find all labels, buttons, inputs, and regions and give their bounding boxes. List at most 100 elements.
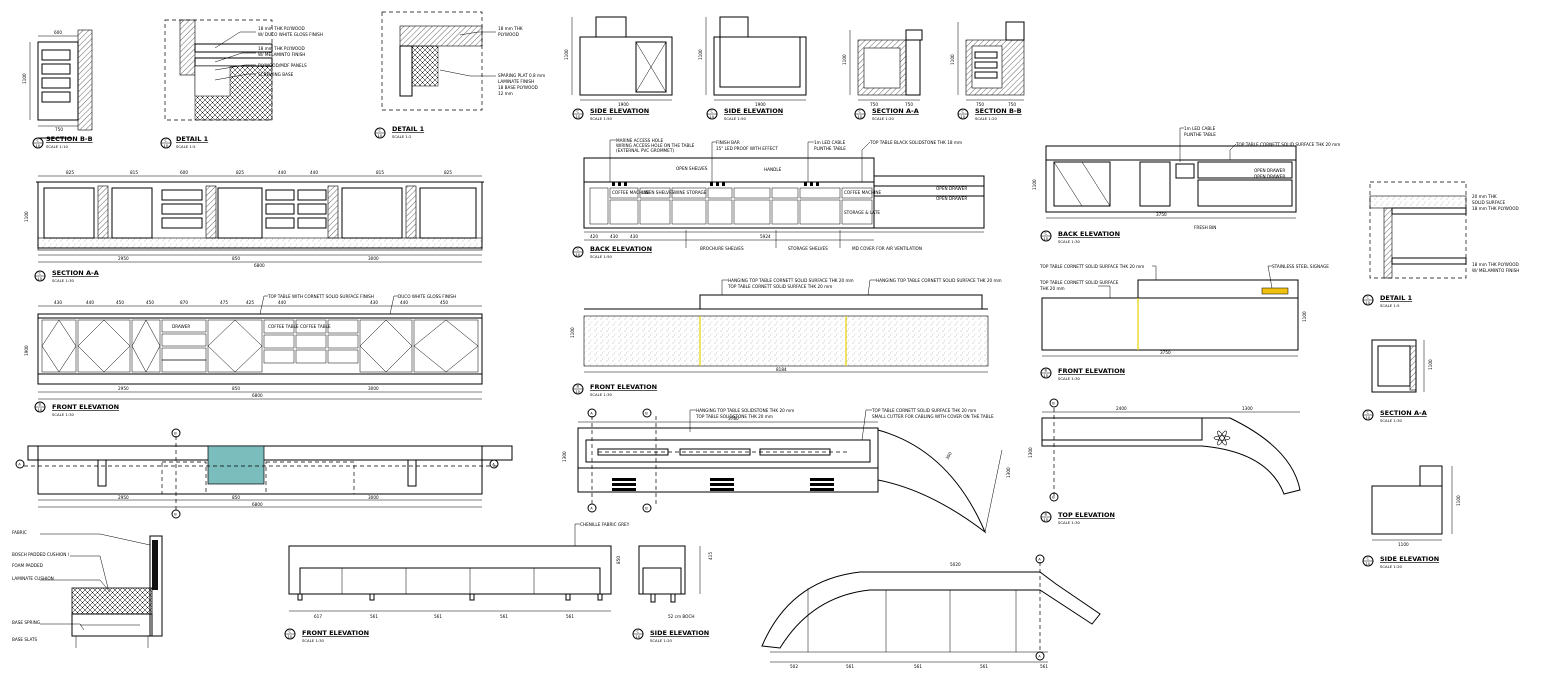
view-title: FRONT ELEVATION [52, 403, 119, 411]
view-top-elevation: B B 2400 1300 1300 B 10 TOP ELEVATION SC… [1028, 398, 1301, 525]
signage-plate [1261, 287, 1289, 295]
dim-text: 2950 [118, 256, 129, 261]
bubble-letter: B [1045, 513, 1048, 517]
view-back-elevation-2: 3750 1100 1m LED CABLE PLINTHE TABLE TOP… [1032, 126, 1340, 244]
note-text: 52 cm BOCH [668, 614, 695, 619]
dim-text: 430 [630, 234, 638, 239]
section-marker [587, 503, 597, 513]
section-marker [587, 408, 597, 418]
note-text: TOP TABLE WITH CORNETT SOLID SURFACE FIN… [267, 294, 374, 299]
dim-text: 390 [945, 451, 953, 461]
note-text: OPEN DRAWER [1254, 168, 1285, 173]
bubble-number: 10 [1044, 374, 1049, 378]
dim-text: 1300 [562, 451, 567, 462]
view-plan-curved-counter: A A B B HANGING TOP TABLE SOLIDSTONE THK… [562, 408, 1011, 534]
note-text: STORAGE & LATE [844, 210, 880, 215]
view-scale: SCALE 1:30 [1058, 376, 1080, 381]
dim-text: 420 [590, 234, 598, 239]
note-text: 18 mm THK PLYWOOD [258, 26, 305, 31]
bubble-number: 10 [961, 115, 966, 119]
note-text: FOAM PADDED [12, 563, 43, 568]
bubble-letter: C [1045, 232, 1048, 236]
note-text: 18 mm THK PLYWOOD [1472, 206, 1519, 211]
bubble-letter: C [1367, 411, 1370, 415]
view-scale: SCALE 1:30 [1380, 418, 1402, 423]
dim-text: 750 [1008, 102, 1016, 107]
dim-text: 450 [146, 300, 154, 305]
note-text: SCREWING BASE [258, 72, 294, 77]
note-text: 12 mm [498, 91, 513, 96]
view-scale: SCALE 1:5 [1380, 303, 1400, 308]
view-scale: SCALE 1:20 [872, 116, 894, 121]
dim-text: 561 [980, 664, 988, 669]
view-plan-counter: B B A A 2950 850 3000 6800 [15, 428, 513, 519]
dim-text: 450 [440, 300, 448, 305]
dim-text: 1100 [950, 54, 955, 65]
section-marker [15, 459, 25, 469]
view-title: DETAIL 1 [176, 135, 209, 143]
note-text: SMALL CUTTER FOR CABLING WITH COVER ON T… [872, 414, 994, 419]
dim-text: 450 [116, 300, 124, 305]
view-detail-1-b: 18 mm THK PLYWOOD SPARING PLAT 0.8 mm LA… [374, 11, 545, 139]
note-text: HANDLE [764, 167, 782, 172]
bubble-number: 10 [1044, 518, 1049, 522]
note-text: TOP TABLE CORNETT SOLID SURFACE [1039, 280, 1119, 285]
view-scale: SCALE 1:50 [724, 116, 746, 121]
view-title: SECTION B-B [975, 107, 1022, 115]
note-text: TOP TABLE BLACK SOLIDSTONE THK 18 mm [869, 140, 962, 145]
dim-text: 561 [846, 664, 854, 669]
dim-text: 1100 [564, 49, 569, 60]
section-marker [171, 509, 181, 519]
note-text: SPARING PLAT 0.8 mm [498, 73, 545, 78]
view-title: FRONT ELEVATION [302, 629, 369, 637]
view-scale: SCALE 1:10 [46, 144, 68, 149]
view-section-bb-2: 750 750 1100 C 10 SECTION B-B SCALE 1:20 [950, 21, 1025, 121]
view-title: DETAIL 1 [392, 125, 425, 133]
note-text: THK 20 mm [1039, 286, 1065, 291]
bubble-letter: B [1045, 369, 1048, 373]
view-sofa-front-elevation: 617 561 561 561 561 850 CHENILLE FABRIC … [284, 522, 630, 643]
note-text: PLINTHE TABLE [1184, 132, 1216, 137]
note-text: 1m LED CABLE [814, 140, 846, 145]
dim-text: 1300 [1028, 447, 1033, 458]
dim-text: 3750 [1156, 212, 1167, 217]
dim-text: 561 [914, 664, 922, 669]
view-detail-1-a: 18 mm THK PLYWOOD W/ DUCO WHITE GLOSS FI… [160, 19, 323, 149]
view-section-aa-counter: 825 815 600 825 440 440 815 825 2950 850… [24, 170, 484, 283]
note-text: BROCHURE SHELVES [700, 246, 744, 251]
bubble-number: 10 [36, 144, 41, 148]
note-text: PLYWOOD/MDF PANELS [258, 63, 307, 68]
note-text: TOP TABLE CORNETT SOLID SURFACE THK 20 m… [727, 284, 832, 289]
note-text: MARINE ACCESS HOLE [616, 138, 663, 143]
dim-text: 561 [500, 614, 508, 619]
dim-text: 1100 [842, 54, 847, 65]
view-scale: SCALE 1:30 [1058, 239, 1080, 244]
view-scale: SCALE 1:30 [590, 392, 612, 397]
view-scale: SCALE 1:30 [1058, 520, 1080, 525]
dim-text: 750 [905, 102, 913, 107]
dim-text: 561 [370, 614, 378, 619]
bubble-number: 10 [164, 144, 169, 148]
view-scale: SCALE 1:2 [392, 134, 412, 139]
note-text: SOLID SURFACE [1472, 200, 1505, 205]
marker-letter: A [590, 412, 593, 416]
dim-text: 440 [278, 300, 286, 305]
note-text: LAMINATE FINISH [498, 79, 534, 84]
marker-letter: B [174, 513, 177, 517]
bubble-number: 10 [858, 115, 863, 119]
note-text: TOP TABLE CORNETT SOLID SURFACE THK 20 m… [1039, 264, 1144, 269]
note-text: WIRING ACCESS HOLE ON THE TABLE [616, 143, 695, 148]
view-title: FRONT ELEVATION [590, 383, 657, 391]
view-front-elevation-3: 3750 1100 TOP TABLE CORNETT SOLID SURFAC… [1039, 264, 1329, 381]
dim-text: 6800 [254, 263, 265, 268]
bubble-number: 10 [576, 253, 581, 257]
dim-text: 2950 [118, 495, 129, 500]
dim-text: 825 [444, 170, 452, 175]
dim-text: 1300 [1006, 467, 1011, 478]
dim-text: 5020 [950, 562, 961, 567]
dim-text: 850 [232, 495, 240, 500]
view-sofa-side-elevation: 415 52 cm BOCH C 10 SIDE ELEVATION SCALE… [632, 545, 713, 643]
view-side-elevation-3: 1100 1100 C 10 SIDE ELEVATION SCALE 1:20 [1362, 465, 1461, 569]
view-detail-1-c: 20 mm THK SOLID SURFACE 18 mm THK PLYWOO… [1362, 181, 1519, 308]
